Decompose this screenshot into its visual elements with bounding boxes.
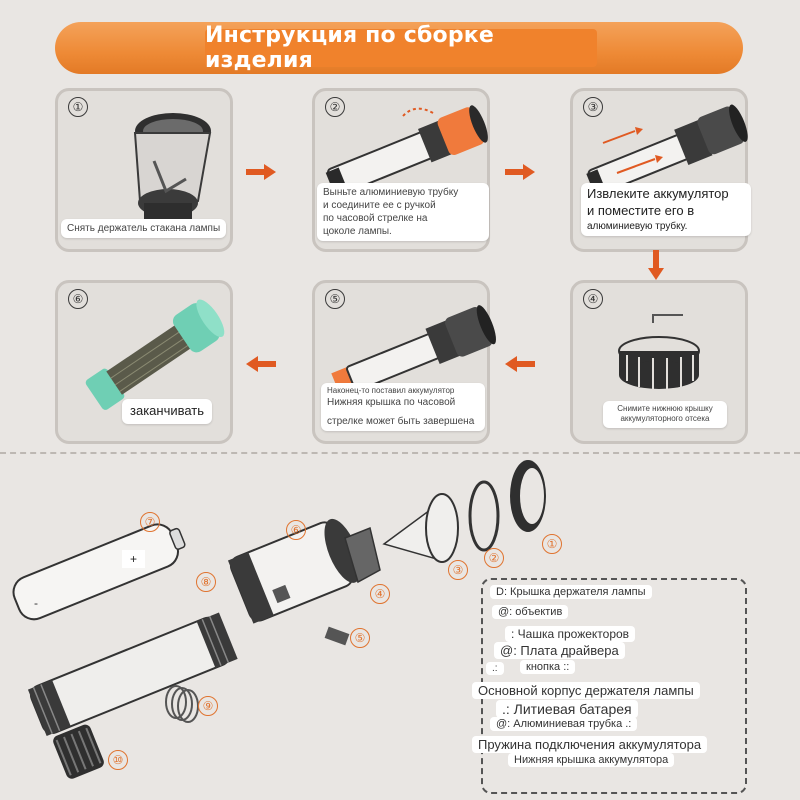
step-panel-3: ③ Извлеките аккумулятор и поместите его …: [570, 88, 751, 252]
lamp-head-cap: [510, 460, 546, 532]
legend-item-1: D: Крышка держателя лампы: [490, 585, 652, 599]
step-panel-2: ② Выньте алюминиевую трубку и соедините …: [312, 88, 490, 252]
part-number-6: ⑥: [286, 520, 306, 540]
step-number: ④: [583, 289, 603, 309]
part-number-2: ②: [484, 548, 504, 568]
reflector-cup: [382, 493, 459, 563]
legend-item-7: Основной корпус держателя лампы: [472, 682, 700, 699]
step-panel-1: ① Снять держатель стакана лампы: [55, 88, 233, 252]
arrow-left-icon: [505, 356, 535, 372]
lithium-battery: [12, 523, 186, 621]
step-number: ②: [325, 97, 345, 117]
legend-item-4: @: Плата драйвера: [494, 642, 625, 659]
exploded-parts-diagram: [12, 460, 546, 779]
step-panel-6: ⑥ заканчивать: [55, 280, 233, 444]
legend-item-6: кнопка ::: [520, 660, 576, 674]
step-2-label: Выньте алюминиевую трубку и соедините ее…: [317, 183, 489, 241]
battery-bottom-cap: [53, 724, 104, 779]
lens-part: [468, 480, 500, 552]
legend-item-10: Пружина подключения аккумулятора: [472, 736, 708, 753]
part-number-9: ⑨: [198, 696, 218, 716]
section-divider: [0, 452, 800, 454]
part-number-3: ③: [448, 560, 468, 580]
part-number-5: ⑤: [350, 628, 370, 648]
legend-item-5: .:: [486, 662, 504, 675]
step-3-label: Извлеките аккумулятор и поместите его в …: [581, 183, 751, 236]
step-1-label: Снять держатель стакана лампы: [61, 219, 227, 238]
tube-handle-illustration: [325, 105, 488, 196]
button-part: [324, 626, 350, 646]
legend-item-9: @: Алюминиевая трубка .:: [490, 717, 638, 731]
battery-minus-label: -: [34, 596, 38, 610]
finished-flashlight-illustration: [85, 299, 225, 410]
legend-item-2: @: объектив: [492, 605, 569, 619]
step-number: ①: [68, 97, 88, 117]
page-title: Инструкция по сборке изделия: [205, 23, 597, 73]
legend-item-3: : Чашка прожекторов: [505, 626, 636, 642]
battery-plus-label: +: [122, 550, 146, 568]
legend-item-11: Нижняя крышка аккумулятора: [508, 753, 675, 767]
part-number-7: ⑦: [140, 512, 160, 532]
arrow-down-icon: [648, 250, 664, 280]
step-number: ③: [583, 97, 603, 117]
step-panel-5: ⑤ Наконец-то поставил аккумулятор Нижняя…: [312, 280, 496, 444]
part-number-8: ⑧: [196, 572, 216, 592]
battery-spring: [165, 685, 199, 723]
step-5-label: Наконец-то поставил аккумулятор Нижняя к…: [321, 383, 485, 432]
step-6-label: заканчивать: [122, 399, 213, 424]
aluminum-tube: [27, 612, 238, 737]
part-number-1: ①: [542, 534, 562, 554]
driver-board: [344, 526, 381, 584]
arrow-right-icon: [505, 164, 535, 180]
legend-item-8: .: Литиевая батарея: [496, 700, 638, 718]
step-number: ⑤: [325, 289, 345, 309]
arrow-right-icon: [246, 164, 276, 180]
part-number-10: ⑩: [108, 750, 128, 770]
arrow-left-icon: [246, 356, 276, 372]
lamp-head-illustration: [133, 113, 212, 227]
step-panel-4: ④ Снимите нижнюю крышку аккумуляторного …: [570, 280, 748, 444]
bottom-cap-illustration: [618, 314, 700, 389]
lamp-holder-body: [227, 518, 361, 624]
part-number-4: ④: [370, 584, 390, 604]
step-4-label: Снимите нижнюю крышку аккумуляторного от…: [603, 401, 727, 428]
step-number: ⑥: [68, 289, 88, 309]
